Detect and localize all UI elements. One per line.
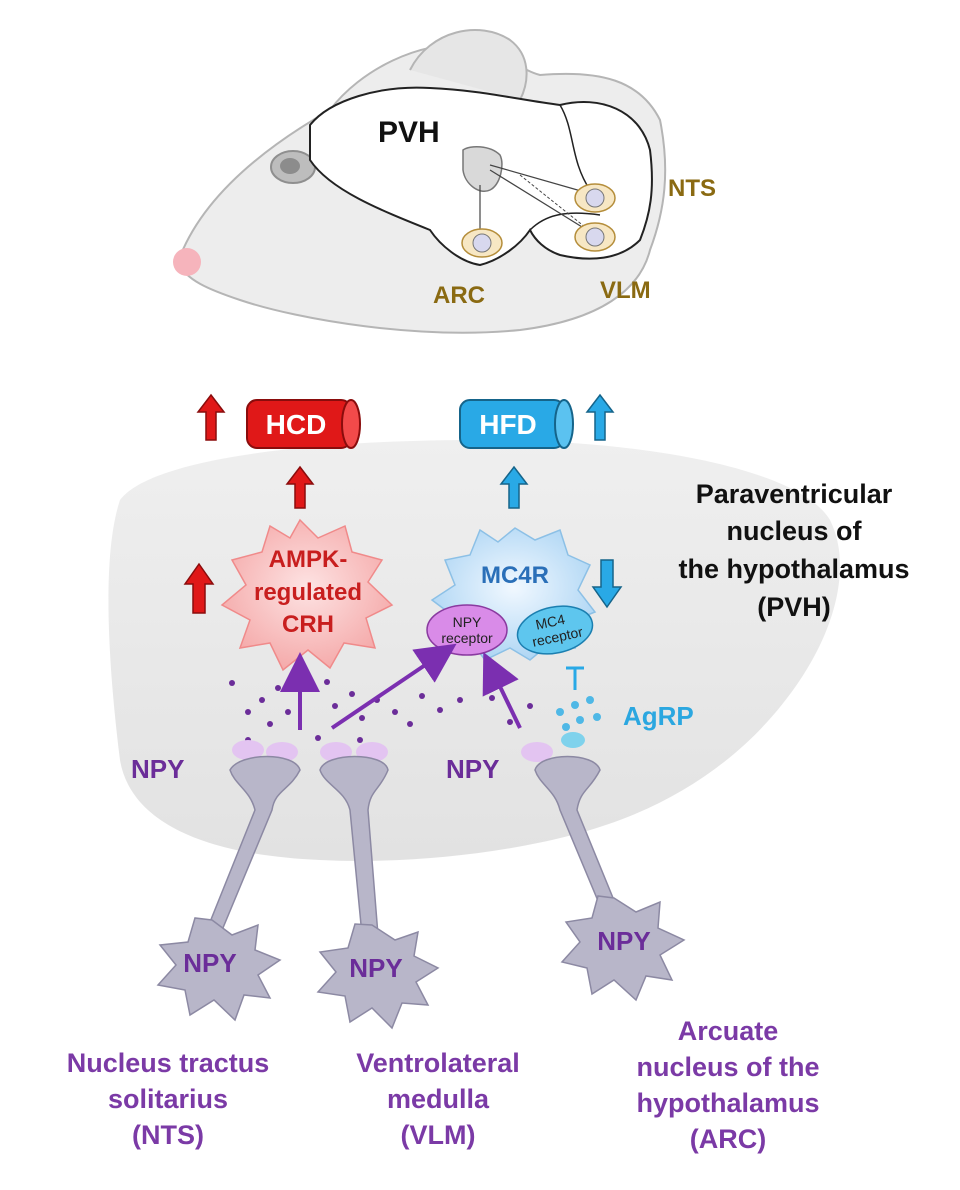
blue-down-arrow-mc4r	[591, 559, 623, 609]
crh-label-line3: CRH	[282, 611, 334, 638]
hfd-cylinder: HFD	[459, 399, 574, 449]
vlm-region-line2: medulla	[387, 1084, 490, 1114]
mouse-nose	[173, 248, 201, 276]
brain-label-vlm: VLM	[600, 277, 651, 304]
svg-text:HFD: HFD	[479, 409, 537, 440]
arc-nucleus	[461, 228, 503, 258]
npy-terminal-label-mid: NPY	[446, 754, 499, 784]
pvh-full-label-line3: the hypothalamus	[678, 554, 909, 584]
svg-text:NPY: NPY	[183, 948, 236, 978]
vlm-npy-neuron: NPY	[316, 923, 440, 1030]
pvh-full-label-line2: nucleus of	[726, 516, 862, 546]
brain-label-arc: ARC	[433, 282, 485, 309]
vlm-region-line1: Ventrolateral	[356, 1048, 520, 1078]
nts-region-line1: Nucleus tractus	[67, 1048, 270, 1078]
crh-label-line1: AMPK-	[269, 546, 348, 573]
arc-region-line1: Arcuate	[678, 1016, 779, 1046]
npy-arrow-arc-to-npy-receptor	[482, 651, 522, 729]
svg-text:NPY: NPY	[597, 926, 650, 956]
brain-label-pvh: PVH	[378, 116, 440, 149]
red-up-arrow-crh-to-hcd	[285, 465, 315, 509]
arc-npy-neuron: NPY	[560, 895, 686, 1002]
pvh-full-label-line1: Paraventricular	[696, 479, 893, 509]
npy-arrow-vlm-to-npy-receptor	[330, 643, 457, 730]
nts-region-line2: solitarius	[108, 1084, 228, 1114]
blue-up-arrow-hfd	[585, 393, 615, 441]
hypothalamus-shape	[462, 145, 503, 192]
mouse-head-illustration	[173, 29, 667, 334]
crh-label-line2: regulated	[254, 579, 362, 606]
mc4-receptor: MC4 receptor	[516, 605, 594, 655]
blue-up-arrow-mc4r-to-hfd	[499, 465, 529, 509]
arc-region-line2: nucleus of the	[636, 1052, 819, 1082]
arc-region-line4: (ARC)	[690, 1124, 766, 1154]
red-up-arrow-hcd	[196, 393, 226, 441]
hcd-cylinder: HCD	[246, 399, 361, 449]
red-up-arrow-crh	[183, 562, 215, 614]
arc-region-line3: hypothalamus	[636, 1088, 819, 1118]
agrp-vesicles	[556, 696, 601, 731]
axons	[204, 755, 621, 936]
svg-text:receptor: receptor	[441, 630, 493, 646]
pvh-full-label-line4: (PVH)	[757, 592, 831, 622]
mouse-ear	[409, 29, 528, 101]
crh-neuron-body	[220, 518, 394, 672]
vlm-region-line3: (VLM)	[401, 1120, 476, 1150]
agrp-label: AgRP	[623, 701, 694, 731]
mc4r-label: MC4R	[481, 562, 549, 589]
nts-npy-neuron: NPY	[156, 917, 282, 1022]
svg-text:HCD: HCD	[266, 409, 327, 440]
svg-text:NPY: NPY	[453, 614, 482, 630]
nts-region-line3: (NTS)	[132, 1120, 204, 1150]
svg-text:MC4: MC4	[534, 611, 566, 633]
nts-nucleus	[574, 183, 616, 213]
brain-label-nts: NTS	[668, 175, 716, 202]
agrp-inhibition-marker	[566, 666, 584, 690]
npy-receptor: NPY receptor	[426, 604, 508, 656]
vlm-nucleus	[574, 222, 616, 252]
svg-text:NPY: NPY	[349, 953, 402, 983]
npy-terminal-label-left: NPY	[131, 754, 184, 784]
npy-vesicles	[229, 679, 533, 743]
